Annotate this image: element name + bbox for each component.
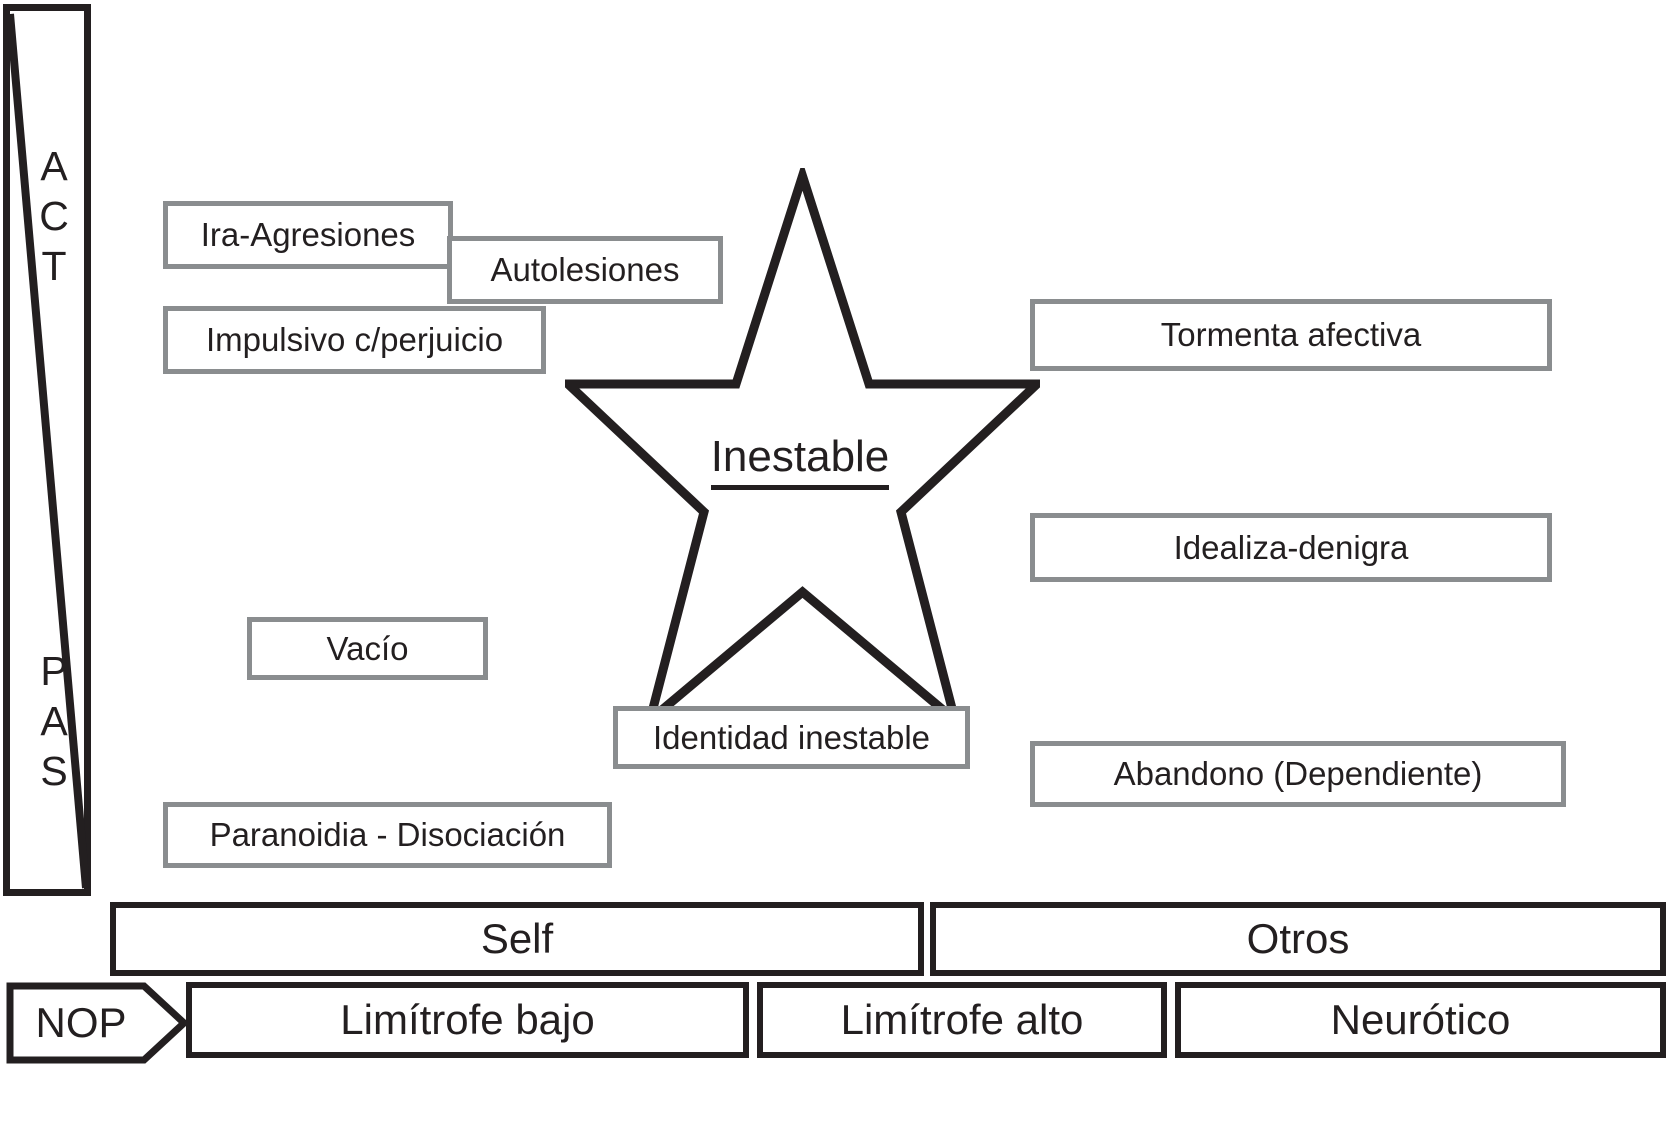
symptom-box-impulsivo-c-perjuicio[interactable]: Impulsivo c/perjuicio [163, 306, 546, 374]
domain-bar-label: Otros [1246, 915, 1350, 962]
star-center-label-text: Inestable [710, 432, 890, 490]
axis-letter-t: T [41, 243, 67, 289]
symptom-label: Paranoidia - Disociación [209, 816, 566, 853]
axis-letter-c: C [39, 193, 69, 239]
nop-arrow-shape[interactable] [6, 982, 188, 1064]
domain-bar-self[interactable]: Self [110, 902, 924, 976]
central-star-shape [565, 168, 1040, 733]
star-center-label: Inestable [640, 432, 960, 490]
activity-passivity-axis-panel: A C T P A S [3, 4, 91, 896]
symptom-box-paranoidia-disociacion[interactable]: Paranoidia - Disociación [163, 802, 612, 868]
symptom-box-vacio[interactable]: Vacío [247, 617, 488, 680]
level-bar-limitrofe-bajo[interactable]: Limítrofe bajo [186, 982, 749, 1058]
symptom-label: Identidad inestable [652, 718, 931, 756]
axis-letter-p: P [40, 648, 68, 694]
symptom-box-autolesiones[interactable]: Autolesiones [447, 236, 723, 304]
symptom-box-abandono-dependiente[interactable]: Abandono (Dependiente) [1030, 741, 1566, 807]
symptom-label: Abandono (Dependiente) [1113, 755, 1483, 792]
domain-bar-otros[interactable]: Otros [930, 902, 1666, 976]
axis-letter-a-bottom: A [40, 698, 68, 744]
domain-bar-label: Self [480, 915, 554, 962]
level-bar-label: Limítrofe alto [840, 996, 1084, 1043]
symptom-label: Autolesiones [490, 251, 680, 288]
symptom-box-idealiza-denigra[interactable]: Idealiza-denigra [1030, 513, 1552, 582]
symptom-label: Idealiza-denigra [1173, 528, 1409, 566]
axis-label-pas: P A S [10, 646, 98, 796]
symptom-box-tormenta-afectiva[interactable]: Tormenta afectiva [1030, 299, 1552, 371]
symptom-box-ira-agresiones[interactable]: Ira-Agresiones [163, 201, 453, 269]
level-bar-limitrofe-alto[interactable]: Limítrofe alto [757, 982, 1167, 1058]
axis-letter-s: S [40, 748, 68, 794]
symptom-label: Impulsivo c/perjuicio [205, 321, 504, 358]
level-bar-label: Neurótico [1330, 996, 1511, 1043]
symptom-label: Tormenta afectiva [1160, 316, 1422, 353]
symptom-label: Ira-Agresiones [200, 216, 416, 253]
symptom-label: Vacío [326, 629, 409, 667]
axis-letter-a-top: A [40, 143, 68, 189]
symptom-box-identidad-inestable[interactable]: Identidad inestable [613, 706, 970, 769]
level-bar-label: Limítrofe bajo [340, 996, 595, 1043]
level-bar-neurotico[interactable]: Neurótico [1175, 982, 1666, 1058]
axis-label-act: A C T [10, 141, 98, 291]
